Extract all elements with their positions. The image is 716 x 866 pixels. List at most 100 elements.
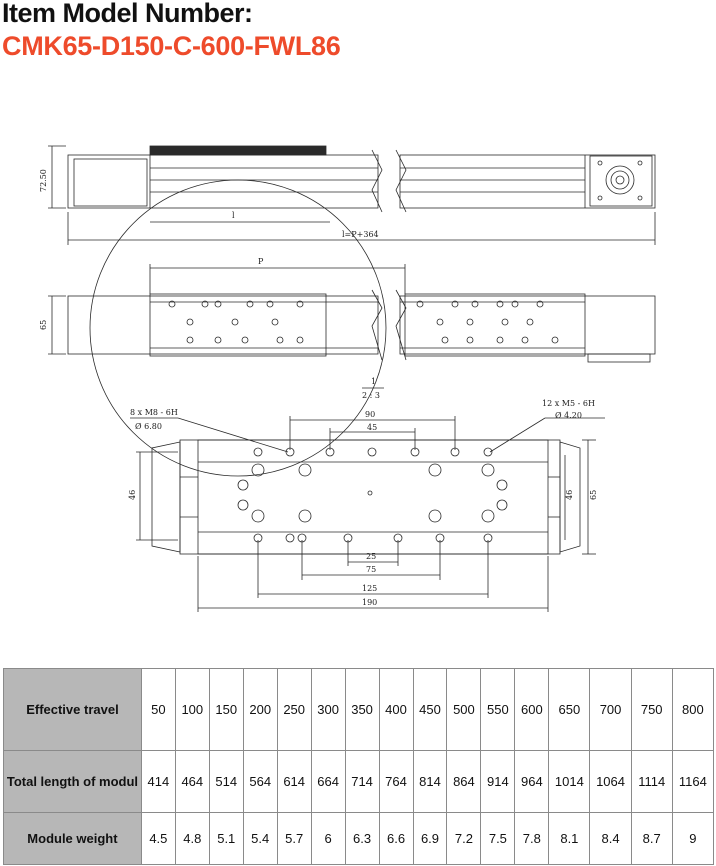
hole xyxy=(436,318,444,326)
hole xyxy=(451,300,459,308)
holes-left-dia: Ø 6.80 xyxy=(135,422,162,431)
dim-p: P xyxy=(258,257,264,266)
table-cell: 514 xyxy=(208,750,244,813)
dim-25: 25 xyxy=(366,552,376,561)
table-cell: 564 xyxy=(242,750,278,813)
table-cell: 764 xyxy=(378,750,414,813)
hole xyxy=(214,336,222,344)
table-cell: 1014 xyxy=(548,750,591,813)
hole xyxy=(246,300,254,308)
table-cell: 814 xyxy=(412,750,448,813)
hole xyxy=(428,509,442,523)
hole xyxy=(237,479,249,491)
table-cell: 864 xyxy=(446,750,482,813)
hole xyxy=(526,318,534,326)
table-cell: 1164 xyxy=(671,750,715,813)
row-header: Total length of modul xyxy=(3,750,142,813)
hole xyxy=(471,300,479,308)
side-view xyxy=(67,154,656,209)
table-cell: 650 xyxy=(548,668,591,751)
hole xyxy=(214,300,222,308)
table-cell: 300 xyxy=(310,668,346,751)
detail-view xyxy=(151,439,581,555)
dim-l-small: l xyxy=(232,211,235,220)
dim-75: 75 xyxy=(366,565,376,574)
table-cell: 50 xyxy=(140,668,176,751)
table-cell: 414 xyxy=(140,750,176,813)
table-cell: 664 xyxy=(310,750,346,813)
hole xyxy=(521,336,529,344)
hole xyxy=(186,318,194,326)
hole xyxy=(481,463,495,477)
hole xyxy=(511,300,519,308)
table-cell: 5.7 xyxy=(276,812,312,865)
hole xyxy=(496,336,504,344)
dim-45: 45 xyxy=(367,423,377,432)
hole xyxy=(496,499,508,511)
item-model-label: Item Model Number: xyxy=(2,0,253,28)
holes-right-dia: Ø 4.20 xyxy=(555,411,582,420)
table-cell: 400 xyxy=(378,668,414,751)
table-cell: 614 xyxy=(276,750,312,813)
dim-72-50: 72.50 xyxy=(39,169,48,192)
table-cell: 700 xyxy=(589,668,632,751)
hole xyxy=(168,300,176,308)
hole xyxy=(251,463,265,477)
top-view xyxy=(67,179,656,477)
table-cell: 4.8 xyxy=(174,812,210,865)
table-cell: 550 xyxy=(480,668,516,751)
hole xyxy=(551,336,559,344)
hole xyxy=(481,509,495,523)
table-cell: 200 xyxy=(242,668,278,751)
hole xyxy=(483,447,493,457)
table-cell: 914 xyxy=(480,750,516,813)
table-cell: 8.4 xyxy=(589,812,632,865)
hole xyxy=(241,336,249,344)
dim-65-right: 65 xyxy=(589,490,598,500)
table-cell: 8.1 xyxy=(548,812,591,865)
table-cell: 6.6 xyxy=(378,812,414,865)
dim-190: 190 xyxy=(362,598,377,607)
hole xyxy=(428,463,442,477)
table-cell: 150 xyxy=(208,668,244,751)
table-cell: 8.7 xyxy=(630,812,673,865)
table-cell: 7.2 xyxy=(446,812,482,865)
hole xyxy=(251,509,265,523)
table-cell: 1064 xyxy=(589,750,632,813)
dim-90: 90 xyxy=(365,410,375,419)
hole xyxy=(296,336,304,344)
table-cell: 7.5 xyxy=(480,812,516,865)
holes-left-spec: 8 x M8 - 6H xyxy=(130,408,178,417)
scale-den: 2 : 3 xyxy=(362,391,380,400)
table-cell: 800 xyxy=(671,668,715,751)
table-cell: 500 xyxy=(446,668,482,751)
hole xyxy=(536,300,544,308)
table-cell: 964 xyxy=(514,750,550,813)
table-cell: 750 xyxy=(630,668,673,751)
dim-65: 65 xyxy=(39,320,48,330)
hole xyxy=(496,479,508,491)
dim-46-right: 46 xyxy=(565,490,574,500)
table-cell: 4.5 xyxy=(140,812,176,865)
hole xyxy=(496,300,504,308)
hole xyxy=(367,447,377,457)
table-cell: 450 xyxy=(412,668,448,751)
table-cell: 6 xyxy=(310,812,346,865)
mounting-holes xyxy=(168,300,559,344)
scale-num: 1 xyxy=(371,377,376,386)
hole xyxy=(276,336,284,344)
hole xyxy=(466,336,474,344)
table-cell: 6.3 xyxy=(344,812,380,865)
table-cell: 714 xyxy=(344,750,380,813)
row-header: Effective travel xyxy=(3,668,142,751)
table-cell: 7.8 xyxy=(514,812,550,865)
hole xyxy=(367,490,373,496)
table-cell: 100 xyxy=(174,668,210,751)
hole xyxy=(441,336,449,344)
hole xyxy=(253,447,263,457)
table-cell: 9 xyxy=(671,812,715,865)
dim-46-left: 46 xyxy=(128,490,137,500)
carriage-block xyxy=(149,145,327,156)
